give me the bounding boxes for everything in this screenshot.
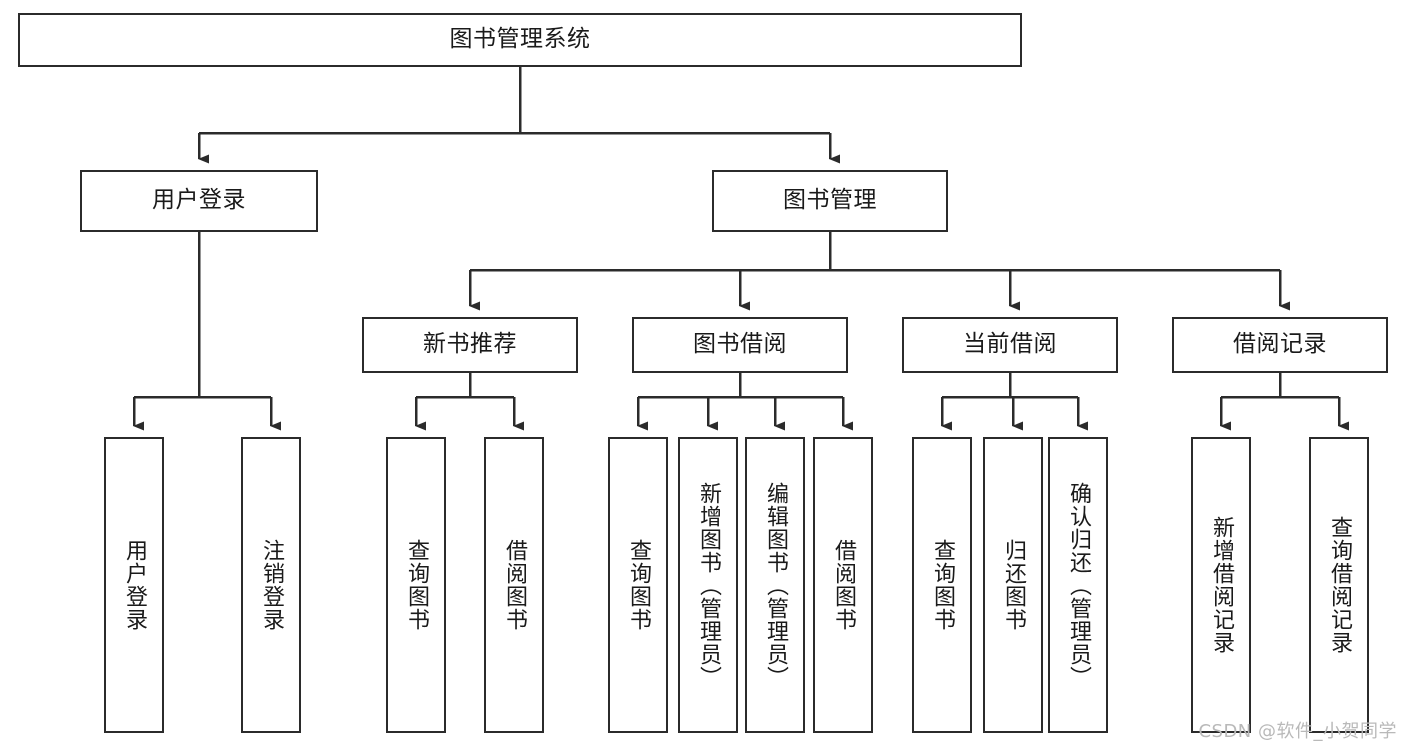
- node-borrow-records[interactable]: 借阅记录: [1172, 317, 1388, 373]
- node-book-management[interactable]: 图书管理: [712, 170, 948, 232]
- node-add-borrow-record-label: 新增借阅记录: [1208, 516, 1234, 654]
- node-book-borrow-label: 图书借阅: [693, 331, 787, 358]
- node-root-book-management-system[interactable]: 图书管理系统: [18, 13, 1022, 67]
- node-confirm-return-admin-label: 确认归还（管理员）: [1065, 481, 1091, 689]
- node-user-login[interactable]: 用户登录: [80, 170, 318, 232]
- node-confirm-return-admin[interactable]: 确认归还（管理员）: [1048, 437, 1108, 733]
- node-user-login-label: 用户登录: [152, 187, 246, 214]
- node-add-borrow-record[interactable]: 新增借阅记录: [1191, 437, 1251, 733]
- node-new-book-recommend-label: 新书推荐: [423, 331, 517, 358]
- node-query-book-rec-label: 查询图书: [403, 539, 429, 631]
- node-user-login-action-label: 用户登录: [121, 539, 147, 631]
- node-query-book-current[interactable]: 查询图书: [912, 437, 972, 733]
- node-query-book-borrow[interactable]: 查询图书: [608, 437, 668, 733]
- node-edit-book-admin-label: 编辑图书（管理员）: [762, 481, 788, 689]
- node-query-book-current-label: 查询图书: [929, 539, 955, 631]
- node-add-book-admin[interactable]: 新增图书（管理员）: [678, 437, 738, 733]
- node-query-book-borrow-label: 查询图书: [625, 539, 651, 631]
- node-add-book-admin-label: 新增图书（管理员）: [695, 481, 721, 689]
- node-book-management-label: 图书管理: [783, 187, 877, 214]
- node-edit-book-admin[interactable]: 编辑图书（管理员）: [745, 437, 805, 733]
- node-borrow-records-label: 借阅记录: [1233, 331, 1327, 358]
- node-return-book-label: 归还图书: [1000, 539, 1026, 631]
- node-current-borrow-label: 当前借阅: [963, 331, 1057, 358]
- node-new-book-recommend[interactable]: 新书推荐: [362, 317, 578, 373]
- node-current-borrow[interactable]: 当前借阅: [902, 317, 1118, 373]
- node-root-book-management-system-label: 图书管理系统: [449, 26, 591, 53]
- node-borrow-book-action-label: 借阅图书: [830, 539, 856, 631]
- node-query-book-rec[interactable]: 查询图书: [386, 437, 446, 733]
- node-query-borrow-record-label: 查询借阅记录: [1326, 516, 1352, 654]
- node-borrow-book-action[interactable]: 借阅图书: [813, 437, 873, 733]
- node-borrow-book-rec[interactable]: 借阅图书: [484, 437, 544, 733]
- node-query-borrow-record[interactable]: 查询借阅记录: [1309, 437, 1369, 733]
- node-book-borrow[interactable]: 图书借阅: [632, 317, 848, 373]
- connector-group: [132, 67, 1349, 431]
- node-return-book[interactable]: 归还图书: [983, 437, 1043, 733]
- node-logout-action[interactable]: 注销登录: [241, 437, 301, 733]
- node-user-login-action[interactable]: 用户登录: [104, 437, 164, 733]
- node-logout-action-label: 注销登录: [258, 539, 284, 631]
- node-borrow-book-rec-label: 借阅图书: [501, 539, 527, 631]
